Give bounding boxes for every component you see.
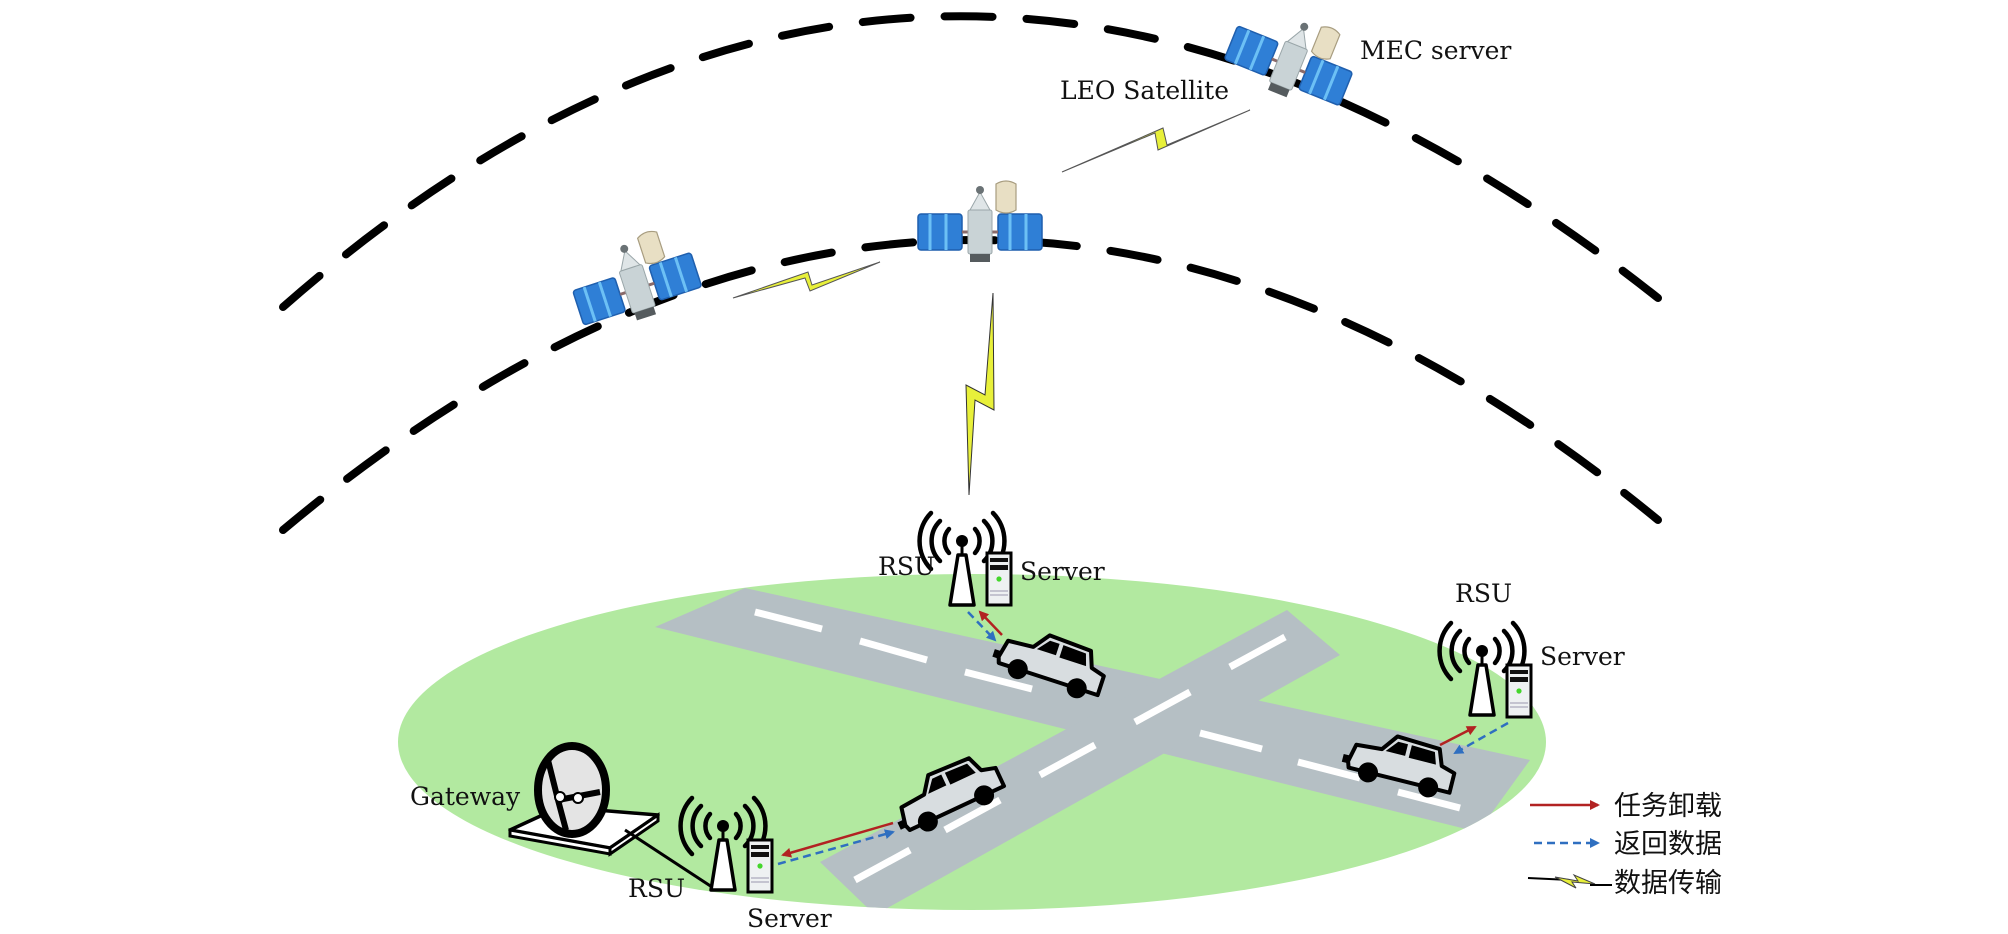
- satellite-left: [561, 219, 707, 338]
- road-horizontal: [655, 588, 1530, 832]
- orbit-outer: [279, 12, 1662, 311]
- lightning-sat-middle-to-rsu: [965, 292, 995, 496]
- offload-arrow-center: [978, 610, 1003, 636]
- lane-markings: [754, 608, 1461, 884]
- lightning-sat-top-to-middle: [1061, 109, 1251, 173]
- lightning-sat-middle-to-left: [732, 261, 881, 299]
- offload-arrow-left: [781, 821, 894, 858]
- label-server-left: Server: [747, 904, 832, 933]
- return-arrow-center: [967, 611, 997, 642]
- legend-transmit-swatch: [1527, 873, 1612, 889]
- server-left-icon: [746, 838, 774, 894]
- label-mec-server: MEC server: [1360, 36, 1511, 65]
- server-center-icon: [985, 551, 1013, 607]
- label-rsu-center: RSU: [878, 552, 935, 581]
- return-arrow-right: [1453, 721, 1509, 755]
- road-diagonal: [820, 610, 1340, 910]
- satellite-middle: [916, 179, 1044, 264]
- label-leo-satellite: LEO Satellite: [1060, 76, 1229, 105]
- return-arrow-left: [777, 829, 895, 866]
- orbit-inner: [279, 236, 1662, 534]
- legend-offload-label: 任务卸载: [1614, 791, 1722, 822]
- legend-return-label: 返回数据: [1614, 829, 1722, 860]
- label-server-right: Server: [1540, 642, 1625, 671]
- legend-transmit-label: 数据传输: [1614, 868, 1722, 899]
- gateway-rsu-cable: [624, 828, 713, 889]
- label-rsu-left: RSU: [628, 874, 685, 903]
- legend: 任务卸载 返回数据 数据传输: [1527, 791, 1722, 899]
- server-right-icon: [1505, 663, 1533, 719]
- label-gateway: Gateway: [410, 782, 521, 811]
- label-rsu-right: RSU: [1455, 579, 1512, 608]
- label-server-center: Server: [1020, 557, 1105, 586]
- offload-arrow-right: [1439, 725, 1477, 747]
